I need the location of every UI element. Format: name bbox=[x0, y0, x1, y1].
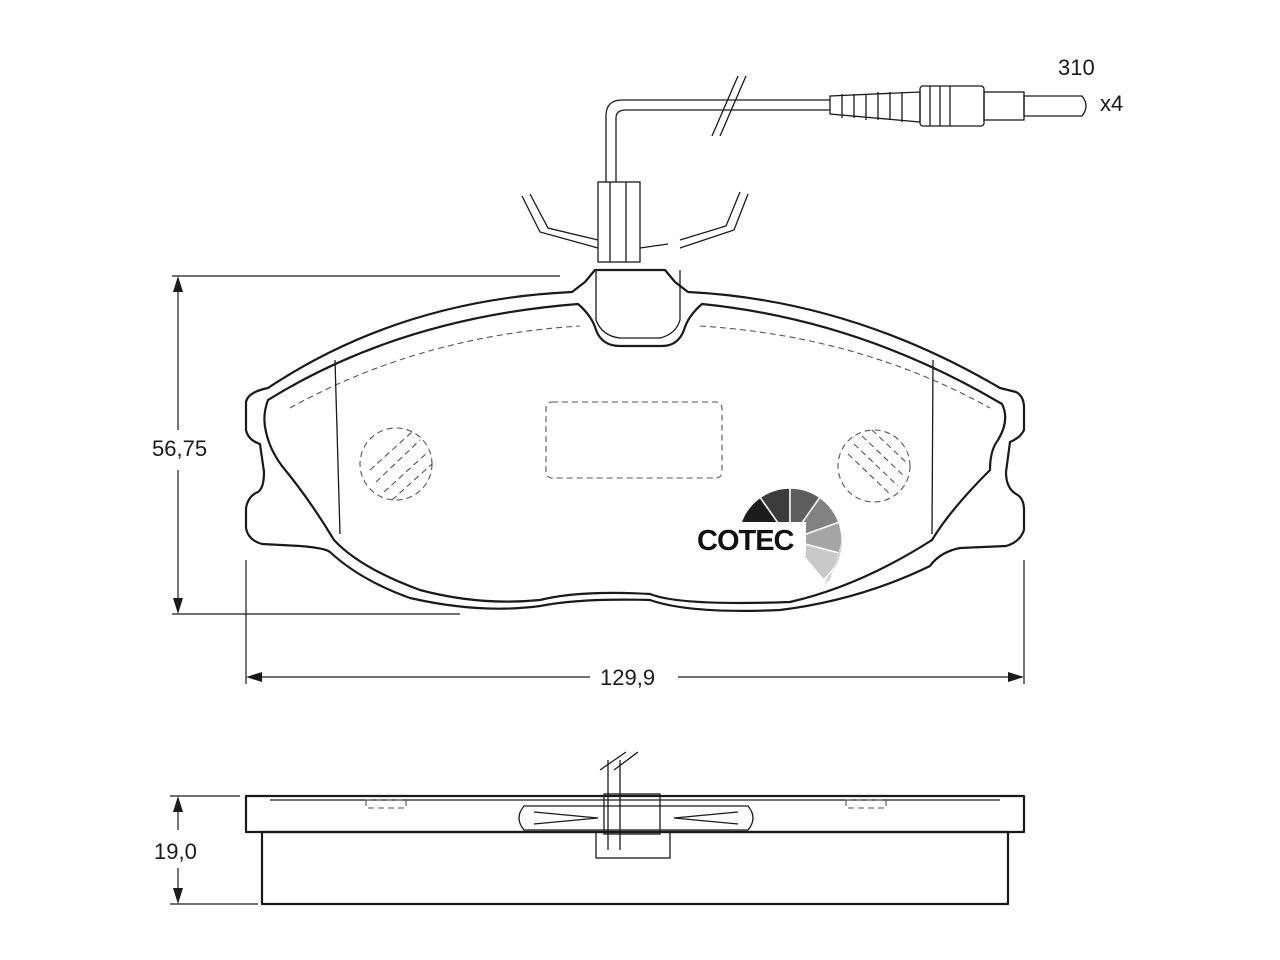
left-piston-mark bbox=[359, 427, 433, 501]
backing-plate bbox=[244, 268, 1026, 612]
right-chamfer-line bbox=[931, 359, 934, 535]
sensor-holder-clip bbox=[521, 181, 749, 339]
thickness-label: 19,0 bbox=[154, 839, 197, 864]
center-slot-dashed bbox=[545, 401, 723, 479]
thickness-arrow-top bbox=[173, 796, 183, 812]
height-arrow-top bbox=[173, 276, 183, 292]
left-chamfer-line bbox=[334, 359, 341, 535]
brake-pad-side-view bbox=[244, 751, 1026, 906]
width-arrow-left bbox=[246, 672, 262, 682]
cotec-logo-segments bbox=[694, 487, 843, 584]
friction-material bbox=[263, 302, 1007, 605]
sensor-connector bbox=[829, 85, 1087, 127]
thickness-arrow-bottom bbox=[173, 888, 183, 904]
width-label: 129,9 bbox=[600, 665, 655, 690]
cotec-logo-text: COTEC bbox=[697, 525, 795, 557]
width-arrow-right bbox=[1008, 672, 1024, 682]
height-dimension: 56,75 bbox=[152, 275, 560, 615]
side-sensor-clip bbox=[518, 751, 754, 859]
side-friction-material bbox=[260, 830, 1010, 906]
inner-contour-dashed bbox=[289, 325, 991, 409]
brake-pad-front-view bbox=[244, 75, 1087, 612]
sensor-length-label: 310 bbox=[1058, 55, 1095, 80]
width-dimension: 129,9 bbox=[245, 560, 1025, 690]
sensor-count-label: x4 bbox=[1100, 91, 1123, 116]
thickness-dimension: 19,0 bbox=[154, 795, 258, 905]
wear-sensor-wire bbox=[605, 75, 830, 182]
height-arrow-bottom bbox=[173, 598, 183, 614]
cotec-logo-text-background bbox=[694, 522, 806, 556]
height-label: 56,75 bbox=[152, 436, 207, 461]
right-piston-mark bbox=[837, 429, 911, 503]
cotec-logo: COTEC bbox=[694, 487, 843, 584]
side-backing-plate bbox=[244, 794, 1026, 834]
